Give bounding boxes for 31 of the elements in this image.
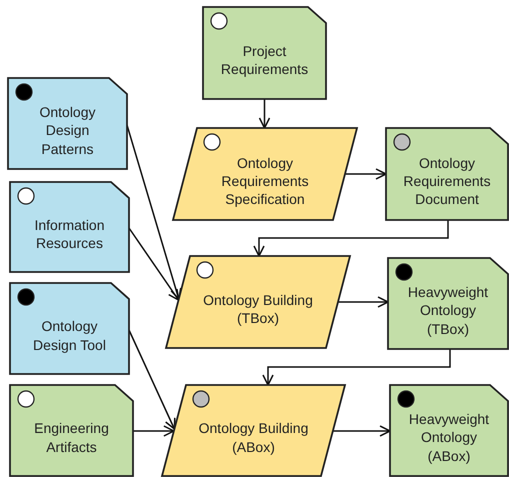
node-label: Ontology Design Tool <box>32 317 107 354</box>
arrow <box>128 330 176 430</box>
node-label: Ontology Building (TBox) <box>202 290 314 328</box>
document-shape <box>203 7 326 99</box>
node-label: Ontology Design Patterns <box>38 103 97 158</box>
node-label: Project Requirements <box>220 42 310 78</box>
arrow <box>133 425 175 437</box>
node-label: Ontology Requirements Specification <box>220 154 310 208</box>
arrow <box>258 99 270 129</box>
document-shape <box>10 182 129 272</box>
arrow <box>253 220 449 257</box>
document-shape <box>390 385 508 476</box>
arrow <box>345 168 387 180</box>
process-parallelogram <box>166 256 350 348</box>
arrow <box>262 349 451 386</box>
node-label: Engineering Artifacts <box>33 419 110 456</box>
node-label: Ontology Requirements Document <box>402 154 492 208</box>
process-parallelogram <box>162 385 345 476</box>
arrow <box>338 296 389 308</box>
document-shape <box>8 78 127 169</box>
node-label: Heavyweight Ontology (TBox) <box>406 283 490 338</box>
document-shape <box>10 385 133 476</box>
document-shape <box>10 283 129 374</box>
arrow <box>128 228 180 301</box>
process-parallelogram <box>173 128 357 220</box>
node-label: Heavyweight Ontology (ABox) <box>408 410 490 465</box>
node-label: Information Resources <box>33 216 106 252</box>
arrow <box>332 425 391 437</box>
document-shape <box>386 128 508 220</box>
document-shape <box>388 258 508 349</box>
node-label: Ontology Building (ABox) <box>198 419 310 456</box>
